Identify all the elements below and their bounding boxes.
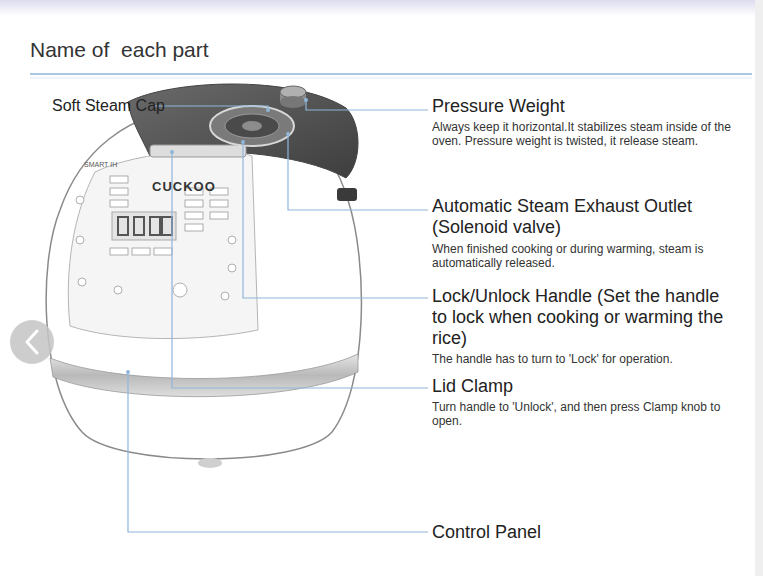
digit [150, 217, 160, 235]
button [114, 286, 122, 294]
part-description: When finished cooking or during warming,… [432, 242, 750, 270]
part-name: Automatic Steam Exhaust Outlet (Solenoid… [432, 196, 762, 238]
title-rule [30, 78, 752, 79]
part-description: The handle has to turn to 'Lock' for ope… [432, 352, 750, 366]
button [110, 200, 128, 207]
button [78, 278, 86, 286]
leader-line [243, 142, 428, 298]
side-bar [755, 0, 763, 576]
button [110, 188, 128, 195]
digit [118, 217, 128, 235]
steam-cap-center [242, 121, 262, 131]
button [185, 212, 203, 219]
pressure-weight-base [280, 96, 306, 108]
part-name: Soft Steam Cap [52, 96, 252, 116]
button [154, 248, 172, 255]
foot [198, 458, 222, 468]
steam-cap [225, 114, 279, 138]
part-name: Lid Clamp [432, 376, 752, 397]
display [112, 212, 176, 240]
leader-dot [170, 150, 174, 154]
metal-band [50, 354, 358, 397]
part-description: Always keep it horizontal.It stabilizes … [432, 120, 750, 148]
digit [162, 217, 172, 235]
product-badge: SMART IH [84, 161, 144, 169]
digit [134, 217, 144, 235]
title-rule [30, 73, 752, 75]
leader-line [306, 100, 428, 110]
button [132, 248, 150, 255]
part-name: Control Panel [432, 522, 752, 543]
leader-dot [126, 370, 130, 374]
button [110, 248, 128, 255]
button [76, 236, 84, 244]
button [210, 200, 228, 207]
button [185, 224, 203, 231]
page-title: Name of each part [30, 38, 209, 62]
panel-buttons [76, 176, 236, 300]
brand-logo: CUCKOO [152, 180, 232, 194]
front-panel [68, 151, 258, 339]
button [110, 176, 128, 183]
nav-button [10, 320, 54, 364]
button [210, 212, 228, 219]
nav-chevron [27, 331, 37, 353]
header-band [0, 0, 763, 16]
steam-cap-ring [210, 106, 294, 146]
dial [173, 283, 187, 297]
leader-dot [286, 132, 290, 136]
part-description: Turn handle to 'Unlock', and then press … [432, 400, 732, 428]
leader-line [288, 134, 428, 210]
button [221, 292, 229, 300]
leader-dots [126, 98, 308, 374]
leader-lines [128, 100, 428, 532]
display-digits [118, 217, 172, 235]
leader-dot [304, 98, 308, 102]
part-name: Lock/Unlock Handle (Set the handle to lo… [432, 286, 732, 349]
leader-line [128, 372, 428, 532]
button [185, 200, 203, 207]
leader-line [154, 106, 268, 110]
button [76, 196, 84, 204]
button [228, 264, 236, 272]
leader-dot [241, 140, 245, 144]
part-name: Pressure Weight [432, 96, 752, 117]
leader-dot [266, 108, 270, 112]
button [228, 236, 236, 244]
lid-clamp [150, 145, 246, 157]
side-handle [337, 188, 357, 201]
